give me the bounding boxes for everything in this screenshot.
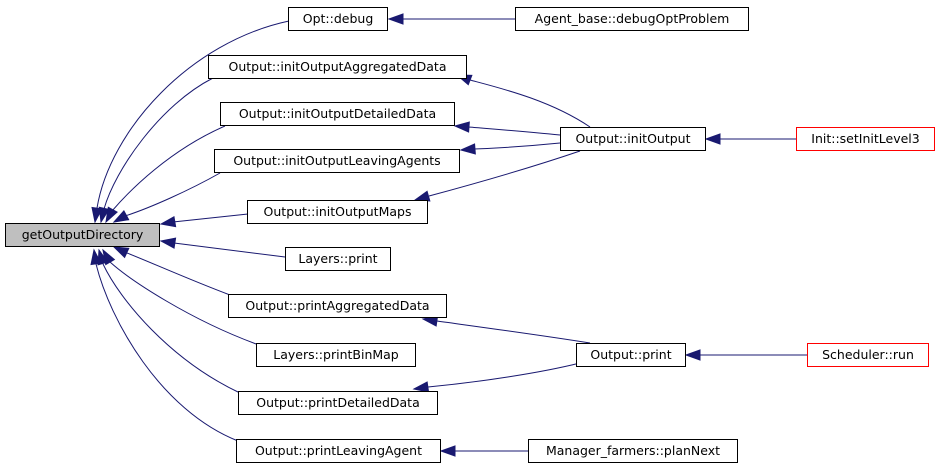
node-layers-print-bin-map[interactable]: Layers::printBinMap [256, 343, 416, 367]
edge-output-print-to-print-detailed [427, 362, 581, 388]
node-agent-base-debug-opt-problem[interactable]: Agent_base::debugOptProblem [515, 7, 749, 31]
arrowhead-print-detailed-to-get-output-directory [97, 248, 109, 266]
node-init-set-init-level3[interactable]: Init::setInitLevel3 [796, 127, 935, 151]
arrowhead-init-output-maps-to-get-output-directory [159, 215, 177, 228]
arrowhead-print-aggregated-to-get-output-directory [112, 246, 130, 259]
node-output-init-output-leaving-agents[interactable]: Output::initOutputLeavingAgents [214, 149, 460, 173]
edge-print-detailed-to-get-output-directory [102, 263, 241, 394]
node-scheduler-run[interactable]: Scheduler::run [807, 343, 929, 367]
edge-init-output-leaving-to-get-output-directory [124, 172, 221, 217]
arrowhead-init-output-aggregated-to-get-output-directory [98, 206, 110, 224]
edge-layers-print-bin-map-to-get-output-directory [109, 261, 260, 346]
arrowhead-plan-next-to-print-leaving-agent [439, 445, 456, 457]
arrowhead-init-output-to-init-output-detailed [453, 121, 470, 133]
edge-layers-print-to-get-output-directory [173, 242, 286, 258]
node-output-init-output-detailed-data[interactable]: Output::initOutputDetailedData [220, 102, 455, 126]
node-output-print-leaving-agent[interactable]: Output::printLeavingAgent [236, 439, 441, 463]
node-opt-debug[interactable]: Opt::debug [288, 7, 388, 31]
edge-init-output-aggregated-to-get-output-directory [103, 77, 214, 210]
arrowhead-init-output-to-init-output-leaving [459, 143, 476, 155]
node-output-init-output-aggregated-data[interactable]: Output::initOutputAggregatedData [208, 55, 467, 79]
arrowhead-layers-print-to-get-output-directory [159, 237, 177, 249]
edge-init-output-to-init-output-maps [428, 150, 581, 197]
arrowhead-output-print-to-print-detailed [412, 381, 430, 393]
node-output-print[interactable]: Output::print [576, 343, 686, 367]
edge-init-output-to-init-output-leaving [473, 142, 561, 150]
arrowhead-scheduler-run-to-output-print [684, 349, 701, 361]
edge-print-leaving-agent-to-get-output-directory [95, 263, 239, 442]
edge-init-output-to-init-output-detailed [468, 126, 561, 136]
node-layers-print[interactable]: Layers::print [285, 247, 391, 271]
node-manager-farmers-plan-next[interactable]: Manager_farmers::planNext [528, 439, 738, 463]
node-output-print-detailed-data[interactable]: Output::printDetailedData [238, 391, 438, 415]
arrowhead-init-output-leaving-to-get-output-directory [112, 210, 130, 223]
node-get-output-directory: getOutputDirectory [5, 223, 160, 247]
node-output-init-output[interactable]: Output::initOutput [560, 127, 706, 151]
edge-print-aggregated-to-get-output-directory [126, 252, 231, 296]
edge-init-output-to-init-output-aggregated [469, 79, 591, 128]
edge-output-print-to-print-aggregated [436, 320, 591, 344]
arrowhead-set-init-level-to-init-output [704, 133, 721, 145]
edge-opt-debug-to-get-output-directory [96, 20, 290, 209]
arrowhead-init-output-detailed-to-get-output-directory [105, 206, 118, 224]
arrowhead-print-leaving-agent-to-get-output-directory [90, 248, 102, 266]
node-output-print-aggregated-data[interactable]: Output::printAggregatedData [228, 294, 447, 318]
edge-init-output-maps-to-get-output-directory [172, 213, 249, 223]
arrowhead-agent-debug-opt-problem-to-opt-debug [387, 13, 404, 25]
node-output-init-output-maps[interactable]: Output::initOutputMaps [247, 200, 428, 224]
edge-init-output-detailed-to-get-output-directory [111, 125, 226, 212]
